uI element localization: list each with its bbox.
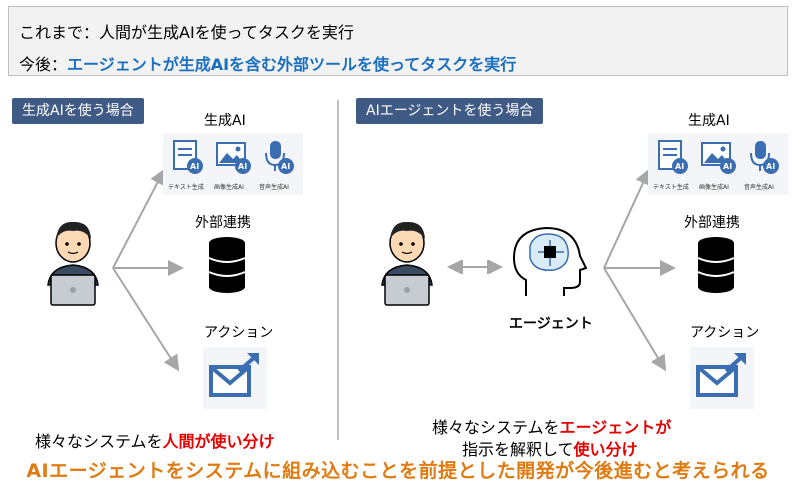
left-arrows (112, 168, 184, 372)
left-action-label: アクション (204, 325, 274, 341)
left-caption: 様々なシステムを人間が使い分け (35, 428, 275, 452)
arrow-to-action (112, 267, 180, 372)
left-gen-ai-icons: AI テキスト生成 AI 画像生成AI AI 音声生成AI (163, 133, 303, 195)
right-gen-ai-icons: AI テキスト生成 AI 画像生成AI AI 音声生成AI (648, 133, 788, 195)
svg-text:画像生成AI: 画像生成AI (699, 183, 729, 191)
left-section-tag: 生成AIを使う場合 (12, 98, 144, 124)
send-mail-icon-right (690, 347, 754, 409)
ai-agent-head-icon (512, 226, 588, 296)
section-divider (337, 100, 339, 440)
svg-text:AI: AI (675, 162, 684, 171)
arrow-to-action-right (603, 267, 667, 372)
right-caption-line2-highlight: 使い分け (573, 440, 638, 459)
left-external-label: 外部連携 (195, 215, 251, 231)
svg-text:音声生成AI: 音声生成AI (744, 183, 774, 191)
right-caption-line1: 様々なシステムをエージェントが (432, 414, 671, 438)
svg-text:AI: AI (238, 162, 247, 171)
right-external-label: 外部連携 (684, 215, 740, 231)
summary-box: これまで：人間が生成AIを使ってタスクを実行 今後：エージェントが生成AIを含む… (8, 6, 788, 76)
svg-text:AI: AI (190, 162, 199, 171)
agent-label: エージェント (509, 316, 593, 332)
left-caption-prefix: 様々なシステムを (35, 432, 163, 451)
person-with-laptop-icon-right (381, 221, 433, 306)
svg-text:音声生成AI: 音声生成AI (259, 183, 289, 191)
right-caption-line1-prefix: 様々なシステムを (432, 418, 560, 437)
voice-generation-ai-icon-right: AI 音声生成AI (744, 141, 779, 191)
image-generation-ai-icon-right: AI 画像生成AI (699, 142, 736, 191)
svg-text:テキスト生成: テキスト生成 (653, 183, 689, 191)
svg-text:AI: AI (723, 162, 732, 171)
arrow-to-gen-ai (112, 168, 165, 269)
voice-generation-ai-icon: AI 音声生成AI (259, 141, 294, 191)
database-icon-right (697, 237, 735, 293)
send-mail-icon (203, 347, 267, 409)
right-caption-line1-highlight: エージェントが (559, 418, 672, 437)
left-gen-ai-label: 生成AI (204, 113, 246, 129)
left-caption-highlight: 人間が使い分け (162, 432, 275, 451)
summary-line-before: これまで：人間が生成AIを使ってタスクを実行 (19, 23, 354, 42)
right-gen-ai-label: 生成AI (688, 113, 730, 129)
summary-after-prefix: 今後： (19, 55, 68, 74)
text-generation-ai-icon-right: AI テキスト生成 (653, 140, 689, 191)
svg-text:AI: AI (281, 162, 290, 171)
right-caption-line2-prefix: 指示を解釈して (462, 440, 574, 459)
summary-line-after: 今後：エージェントが生成AIを含む外部ツールを使ってタスクを実行 (19, 51, 516, 75)
svg-text:テキスト生成: テキスト生成 (168, 183, 204, 191)
arrow-to-gen-ai-right (603, 168, 651, 269)
double-arrow-icon (447, 260, 503, 274)
right-section-tag: AIエージェントを使う場合 (356, 98, 544, 124)
right-action-label: アクション (690, 325, 760, 341)
svg-text:画像生成AI: 画像生成AI (214, 183, 244, 191)
text-generation-ai-icon: AI テキスト生成 (168, 140, 204, 191)
right-caption-line2: 指示を解釈して使い分け (462, 436, 638, 460)
summary-after-highlight: エージェントが生成AIを含む外部ツールを使ってタスクを実行 (67, 55, 517, 74)
svg-text:AI: AI (766, 162, 775, 171)
image-generation-ai-icon: AI 画像生成AI (214, 142, 251, 191)
person-with-laptop-icon (47, 221, 99, 306)
database-icon (208, 237, 246, 293)
right-arrows (603, 168, 676, 372)
conclusion-text: AIエージェントをシステムに組み込むことを前提とした開発が今後進むと考えられる (26, 460, 770, 482)
